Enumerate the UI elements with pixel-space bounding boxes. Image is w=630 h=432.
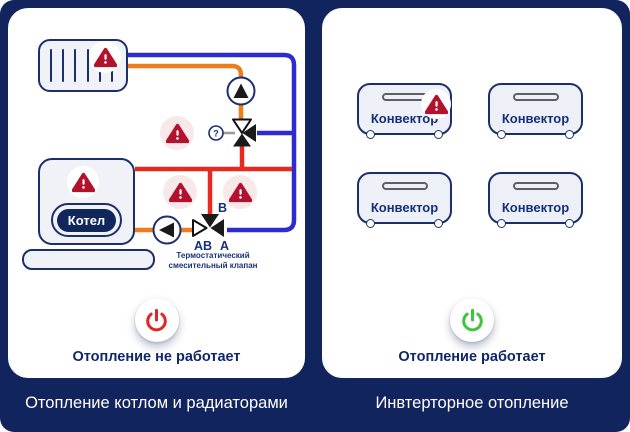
right-panel-caption: Инвтерторное отопление — [375, 394, 569, 412]
warning-icon — [67, 166, 99, 198]
boiler-label: Котел — [57, 208, 116, 232]
boiler: Котел — [38, 158, 135, 245]
convector-label: Конвектор — [370, 111, 439, 126]
inverter-system-panel: Конвектор Конвектор Конвектор Конвектор — [322, 8, 622, 378]
convector-foot — [565, 219, 574, 228]
upper-mixing-valve-icon — [232, 118, 256, 147]
warning-icon — [421, 89, 451, 119]
convector: Конвектор — [357, 83, 452, 139]
valve-port-a-label: A — [220, 239, 230, 253]
convector-foot — [497, 219, 506, 228]
power-on-icon — [461, 308, 483, 331]
warning-icon — [89, 41, 121, 73]
boiler-label-frame: Котел — [51, 203, 122, 237]
convector: Конвектор — [488, 172, 583, 228]
left-status-text: Отопление не работает — [72, 349, 241, 365]
pump-up-icon — [226, 76, 256, 106]
convector-label: Конвектор — [501, 200, 570, 215]
convector-label: Конвектор — [501, 111, 570, 126]
thermostatic-mixing-valve-icon — [192, 214, 224, 237]
boiler-base — [22, 249, 155, 270]
thermostat-icon: ? — [208, 125, 224, 141]
thermostat-symbol: ? — [213, 129, 219, 139]
warning-icon — [160, 116, 194, 150]
right-status-text: Отопление работает — [398, 349, 546, 365]
power-on-button[interactable] — [450, 298, 494, 342]
convector-vent — [381, 182, 428, 190]
valve-caption: Термостатический смесительный клапан — [168, 251, 258, 271]
convector-foot — [366, 130, 375, 139]
convector-vent — [512, 182, 559, 190]
pipe-red-supply — [135, 145, 292, 215]
power-off-button[interactable] — [134, 298, 179, 342]
convector-foot — [565, 130, 574, 139]
valve-port-ab-label: AB — [194, 239, 213, 253]
convector-foot — [434, 219, 443, 228]
pump-left-icon — [152, 215, 182, 245]
convector-label: Конвектор — [370, 200, 439, 215]
boiler-system-panel: ? Котел — [8, 8, 305, 378]
pipes-diagram: ? — [126, 52, 297, 245]
left-panel-caption: Отопление котлом и радиаторами — [25, 394, 288, 412]
pipe-blue-return — [126, 52, 297, 233]
convector: Конвектор — [488, 83, 583, 139]
convector-vent — [512, 93, 559, 101]
warning-icon — [223, 175, 257, 209]
convector-foot — [497, 130, 506, 139]
convector-foot — [366, 219, 375, 228]
convector: Конвектор — [357, 172, 452, 228]
convector-foot — [434, 130, 443, 139]
pipe-orange-mixed — [126, 63, 244, 233]
warning-icon — [163, 175, 197, 209]
valve-port-b-label: B — [218, 201, 228, 215]
power-off-icon — [146, 308, 167, 331]
